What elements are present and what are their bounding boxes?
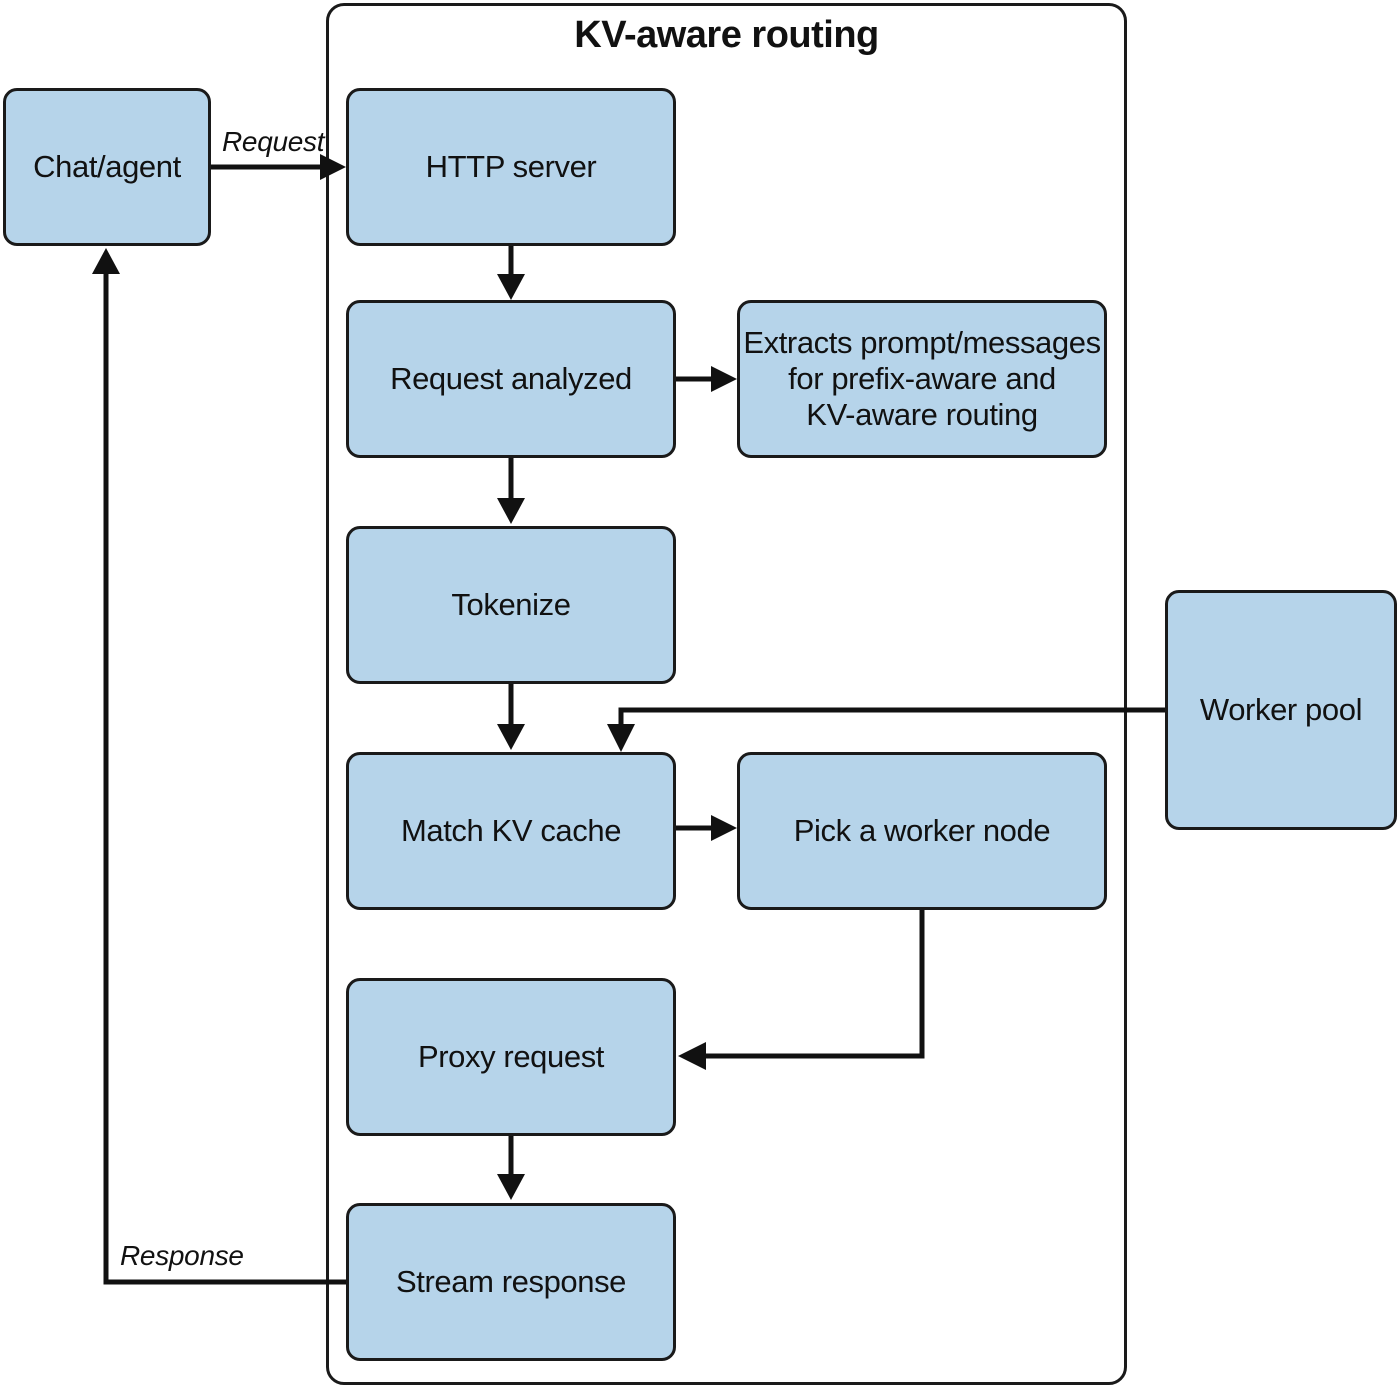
match-kv-cache-label: Match KV cache — [400, 813, 622, 848]
request-analyzed-node: Request analyzed — [346, 300, 676, 458]
request-analyzed-label: Request analyzed — [390, 361, 632, 396]
match-kv-cache-node: Match KV cache — [346, 752, 676, 910]
extracts-prompt-line-2: for prefix-aware and — [788, 361, 1056, 396]
stream-response-label: Stream response — [395, 1264, 627, 1299]
proxy-request-node: Proxy request — [346, 978, 676, 1136]
worker-pool-node: Worker pool — [1165, 590, 1397, 830]
chat-agent-label: Chat/agent — [33, 149, 181, 184]
extracts-prompt-line-1: Extracts prompt/messages — [743, 325, 1101, 360]
response-edge-label: Response — [120, 1240, 244, 1271]
http-server-label: HTTP server — [425, 149, 597, 184]
http-server-node: HTTP server — [346, 88, 676, 246]
pick-worker-node-node: Pick a worker node — [737, 752, 1107, 910]
chat-agent-node: Chat/agent — [3, 88, 211, 246]
tokenize-node: Tokenize — [346, 526, 676, 684]
extracts-prompt-line-3: KV-aware routing — [806, 397, 1038, 432]
tokenize-label: Tokenize — [451, 587, 571, 622]
worker-pool-label: Worker pool — [1199, 692, 1363, 727]
request-edge-label: Request — [222, 126, 325, 157]
edge-response — [103, 272, 346, 1285]
extracts-prompt-node: Extracts prompt/messages for prefix-awar… — [737, 300, 1107, 458]
pick-worker-node-label: Pick a worker node — [793, 813, 1051, 848]
stream-response-node: Stream response — [346, 1203, 676, 1361]
container-title: KV-aware routing — [574, 14, 879, 56]
proxy-request-label: Proxy request — [417, 1039, 605, 1074]
arrowhead-response — [92, 248, 120, 274]
